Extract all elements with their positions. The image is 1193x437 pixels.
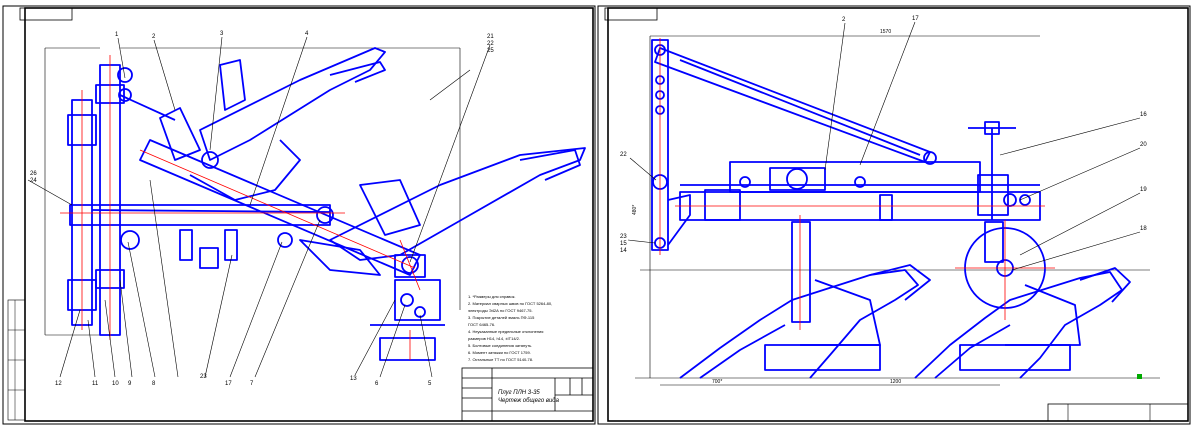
- right-leader-lines: [627, 21, 1141, 271]
- note-line: 2. Материал сварных швов по ГОСТ 5264-80…: [468, 301, 552, 306]
- title-line-1: Плуг ПЛН 3-35: [498, 390, 540, 396]
- callout: 2: [152, 34, 156, 40]
- right-title-block: [1047, 403, 1189, 422]
- callout: 19: [1140, 187, 1147, 193]
- callout: 18: [1140, 226, 1147, 232]
- dimension-text: 1200: [890, 379, 901, 385]
- callout: 15: [620, 241, 627, 247]
- callout: 11: [92, 381, 99, 387]
- dimension-text: 480*: [632, 205, 638, 215]
- note-line: электроды Э42А по ГОСТ 9467-75.: [468, 308, 533, 313]
- left-plough-drawing: [67, 47, 586, 361]
- callout: 22: [620, 152, 627, 158]
- callout: 1: [115, 32, 119, 38]
- callout: 2: [842, 17, 846, 23]
- left-callouts: 1 2 3 4 21 22 25 26 24 17 7 12 11 10 9 8…: [30, 31, 494, 387]
- left-notes: 1. *Размеры для справок. 2. Материал сва…: [468, 294, 552, 362]
- callout: 13: [350, 376, 357, 382]
- callout: 20: [1140, 142, 1147, 148]
- callout: 17: [225, 381, 232, 387]
- left-dimension-lines: [44, 47, 461, 336]
- callout: 16: [1140, 112, 1147, 118]
- note-line: 1. *Размеры для справок.: [468, 294, 515, 299]
- callout: 23: [200, 374, 207, 380]
- callout: 25: [487, 48, 494, 54]
- note-line: 6. Момент затяжки по ГОСТ 1759.: [468, 350, 531, 355]
- note-line: 5. Болтовые соединения затянуть.: [468, 343, 532, 348]
- note-line: 3. Покрытие деталей эмаль ПФ-115: [468, 315, 535, 320]
- right-dimension-lines: [635, 35, 1160, 386]
- green-mark: [1137, 374, 1142, 379]
- note-line: ГОСТ 6465-76.: [468, 322, 495, 327]
- callout: 10: [112, 381, 119, 387]
- right-centerlines: [659, 38, 1055, 330]
- right-dimension-texts: 1570 480* 700* 1200: [632, 29, 901, 385]
- callout: 3: [220, 31, 224, 37]
- dimension-text: 700*: [712, 379, 722, 385]
- left-stamp-top: [19, 7, 73, 21]
- note-line: 7. Остальные ТТ по ГОСТ 5140-78.: [468, 357, 533, 362]
- callout: 22: [487, 41, 494, 47]
- callout: 8: [152, 381, 156, 387]
- left-sheet: 1 2 3 4 21 22 25 26 24 17 7 12 11 10 9 8…: [2, 5, 596, 425]
- callout: 12: [55, 381, 62, 387]
- right-sheet: 2 17 16 20 19 18 22 23 15 14 1570 480* 7…: [597, 5, 1191, 425]
- callout: 6: [375, 381, 379, 387]
- note-line: 4. Неуказанные предельные отклонения: [468, 329, 543, 334]
- callout: 9: [128, 381, 132, 387]
- left-title-block: [461, 367, 594, 422]
- callout: 17: [912, 16, 919, 22]
- callout: 14: [620, 248, 627, 254]
- dimension-text: 1570: [880, 29, 891, 35]
- title-line-2: Чертеж общего вида: [498, 398, 560, 404]
- callout: 26: [30, 171, 37, 177]
- right-stamp-top: [604, 7, 658, 21]
- left-centerlines: [60, 55, 421, 360]
- callout: 4: [305, 31, 309, 37]
- right-callouts: 2 17 16 20 19 18 22 23 15 14: [620, 16, 1147, 254]
- callout: 24: [30, 178, 37, 184]
- callout: 21: [487, 34, 494, 40]
- callout: 7: [250, 381, 254, 387]
- callout: 23: [620, 234, 627, 240]
- note-line: размеров H14, h14, ±IT14/2.: [468, 336, 520, 341]
- left-leader-lines: [27, 36, 491, 378]
- callout: 5: [428, 381, 432, 387]
